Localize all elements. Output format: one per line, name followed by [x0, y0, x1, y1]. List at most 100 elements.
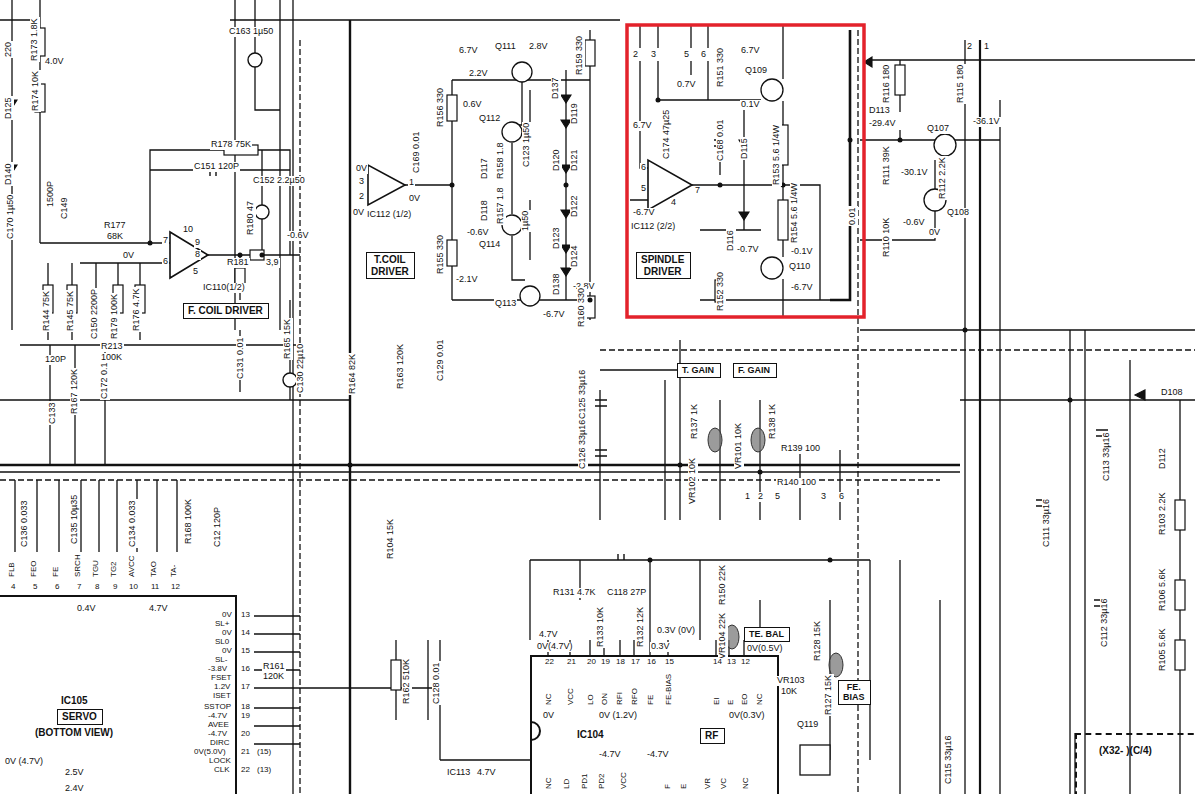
node-text: IC104 — [577, 729, 604, 741]
component-label: R106 5.6K — [1158, 567, 1168, 612]
bus-line — [292, 0, 293, 794]
component-label: 2.2V — [468, 69, 489, 79]
diode-symbol — [739, 212, 749, 220]
component-label: R111 39K — [882, 145, 892, 186]
component-label: 3,9 — [265, 258, 280, 268]
wire — [600, 340, 840, 520]
component-label: NC — [756, 692, 765, 706]
junction-dot — [656, 98, 661, 103]
component-label: 0.01 — [848, 206, 858, 226]
component-label: 21 — [566, 658, 577, 667]
block-label: SPINDLE DRIVER — [636, 252, 691, 279]
capacitor-symbol — [210, 140, 1108, 606]
node-text: SERVO — [62, 711, 98, 723]
component-label: R156 330 — [436, 87, 446, 128]
component-label: -4.7V — [207, 730, 228, 739]
component-label: 21 — [240, 748, 251, 757]
block-label: FE. BIAS — [838, 680, 871, 705]
component-label: R160 330 — [577, 287, 587, 328]
component-label: VR102 10K — [688, 457, 698, 505]
component-label: 0V — [355, 164, 368, 174]
component-label: -6.7V — [790, 283, 814, 293]
resistor-symbol — [895, 65, 905, 95]
node-text: T. GAIN — [682, 365, 716, 375]
component-label: C172 0.1 — [100, 361, 110, 400]
component-label: VC — [720, 777, 729, 790]
junction-dot — [588, 298, 593, 303]
component-label: 0.3V — [650, 642, 671, 652]
component-label: 17 — [240, 683, 251, 692]
component-label: 0V(5.0V) — [193, 748, 227, 757]
component-label: D116 — [726, 229, 736, 252]
component-label: C129 0.01 — [436, 338, 446, 382]
component-label: C152 2.2µ50 — [252, 176, 306, 186]
component-label: -6.7V — [542, 310, 566, 320]
junction-dot — [648, 558, 653, 563]
component-label: 2 — [632, 50, 639, 60]
component-label: R144 75K — [42, 290, 52, 332]
component-label: TA- — [170, 564, 179, 578]
component-label: D138 — [552, 272, 562, 296]
component-label: SSTOP — [203, 703, 232, 712]
potentiometer-symbol — [751, 428, 765, 452]
wire — [548, 640, 744, 655]
component-label: 0V — [221, 629, 233, 638]
component-label: 0V (4.7V) — [4, 757, 44, 767]
component-label: FE-BIAS — [665, 673, 674, 706]
node-text: T.COIL DRIVER — [371, 254, 409, 277]
opamp-symbol — [170, 232, 208, 278]
component-label: 6.7V — [632, 121, 653, 131]
component-label: 22 — [544, 658, 555, 667]
component-label: VR103 — [776, 676, 806, 686]
component-label: 22 — [240, 766, 251, 775]
component-label: 0V — [352, 208, 365, 218]
component-label: IC113 — [446, 768, 471, 778]
component-label: C130 22µ10 — [296, 343, 306, 394]
component-label: 10 — [128, 583, 139, 592]
component-label: R132 12K — [636, 606, 646, 648]
junction-dot — [260, 253, 265, 258]
component-label: 0.1V — [740, 100, 761, 110]
component-label: SL- — [214, 656, 228, 665]
component-label: D140 — [4, 162, 14, 186]
component-label: R133 10K — [596, 606, 606, 648]
component-label: D137 — [551, 76, 561, 100]
component-label: Q111 — [494, 42, 517, 52]
component-label: R131 4.7K — [552, 588, 597, 598]
component-label: Q114 — [478, 240, 501, 250]
component-label: 0V — [928, 228, 941, 238]
component-label: R158 1.8 — [496, 141, 506, 180]
component-label: EO — [741, 692, 750, 706]
component-label: 0.7V — [676, 80, 697, 90]
component-label: R173 1.8K — [30, 17, 40, 62]
component-label: 0.4V — [76, 604, 97, 614]
component-label: C135 10µ35 — [70, 494, 80, 545]
component-label: FSET — [210, 674, 232, 683]
component-label: FE — [647, 694, 656, 706]
component-label: R112 2.2K — [938, 156, 948, 200]
component-label: Q110 — [788, 262, 811, 272]
component-label: 10 — [182, 225, 194, 235]
component-label: D122 — [570, 194, 580, 218]
component-label: R110 10K — [882, 217, 892, 258]
component-label: 2.4V — [64, 784, 85, 794]
node-text: F. GAIN — [738, 365, 772, 375]
component-label: 5 — [192, 267, 199, 277]
component-label: R105 5.6K — [1158, 627, 1168, 672]
component-label: -3.8V — [207, 665, 228, 674]
node-text: SPINDLE DRIVER — [641, 254, 684, 277]
capacitor-symbol — [255, 205, 269, 219]
node-text: F. COIL DRIVER — [188, 305, 264, 317]
component-label: Q113 — [494, 299, 517, 309]
component-label: -36.1V — [972, 117, 1001, 127]
component-label: 1.2V — [213, 683, 231, 692]
component-label: 20 — [586, 658, 597, 667]
component-label: -0.7V — [736, 245, 760, 255]
component-label: 4 — [10, 583, 16, 592]
component-label: C149 — [60, 196, 70, 220]
transistor-symbol — [520, 286, 540, 306]
component-label: 3 — [820, 492, 827, 502]
component-label: 7 — [694, 186, 701, 196]
